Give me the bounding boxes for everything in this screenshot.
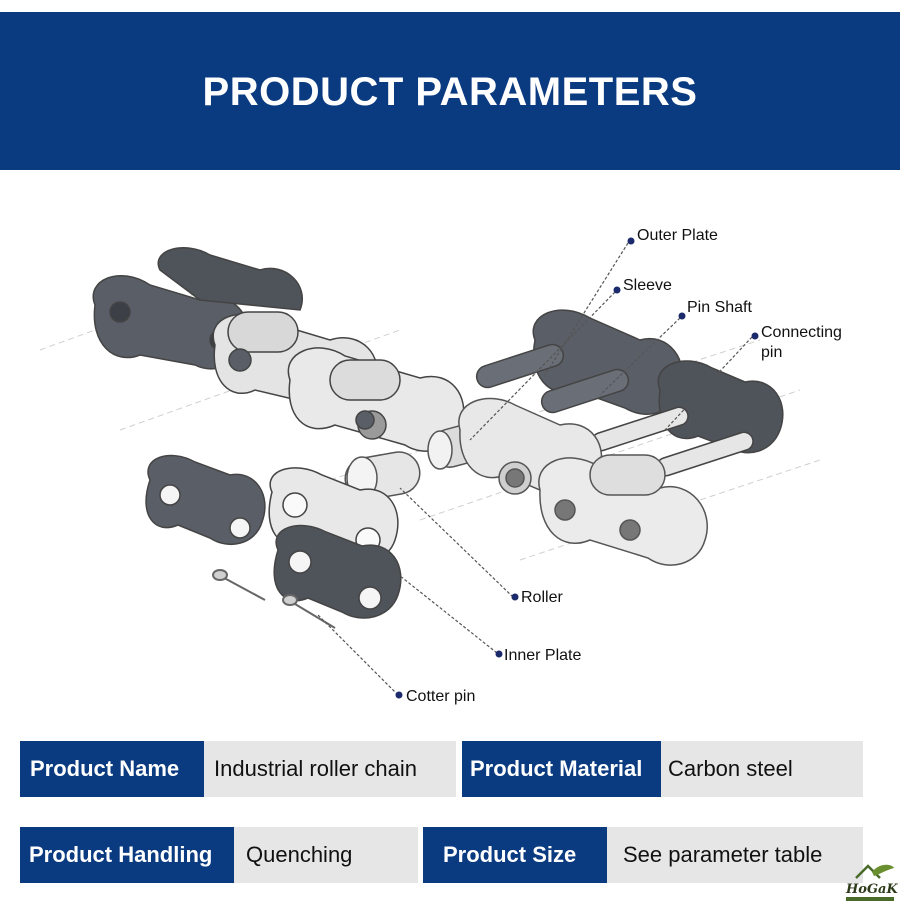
product-handling-value: Quenching <box>234 827 418 883</box>
callout-roller: Roller <box>521 589 563 606</box>
callout-sleeve: Sleeve <box>623 277 672 294</box>
callout-outer-plate: Outer Plate <box>637 227 718 244</box>
connecting-link <box>591 360 784 477</box>
callout-connecting-pin-line2: pin <box>761 344 783 361</box>
assembled-chain <box>92 247 465 452</box>
outer-plate-with-pins <box>475 309 684 415</box>
callout-cotter-pin: Cotter pin <box>406 688 476 705</box>
inner-plate-assembly <box>458 397 708 566</box>
product-name-value: Industrial roller chain <box>204 741 456 797</box>
svg-text:HoGaKi: HoGaKi <box>845 882 898 897</box>
product-size-label: Product Size <box>423 827 607 883</box>
product-material-label: Product Material <box>462 741 661 797</box>
callout-inner-plate: Inner Plate <box>504 647 582 664</box>
callout-pin-shaft: Pin Shaft <box>687 299 752 316</box>
product-handling-label: Product Handling <box>20 827 234 883</box>
product-material-value: Carbon steel <box>661 741 863 797</box>
hogaki-logo: HoGaKi <box>842 858 900 908</box>
product-size-value: See parameter table <box>607 827 863 883</box>
header-banner: PRODUCT PARAMETERS <box>0 12 900 170</box>
chain-exploded-view-illustration <box>39 237 821 699</box>
page-title: PRODUCT PARAMETERS <box>202 70 698 114</box>
roller-chain-diagram: Outer Plate Sleeve Pin Shaft Connecting … <box>0 170 900 730</box>
cotter-pins <box>212 569 336 629</box>
product-name-label: Product Name <box>20 741 204 797</box>
callout-connecting-pin-line1: Connecting <box>761 324 842 341</box>
